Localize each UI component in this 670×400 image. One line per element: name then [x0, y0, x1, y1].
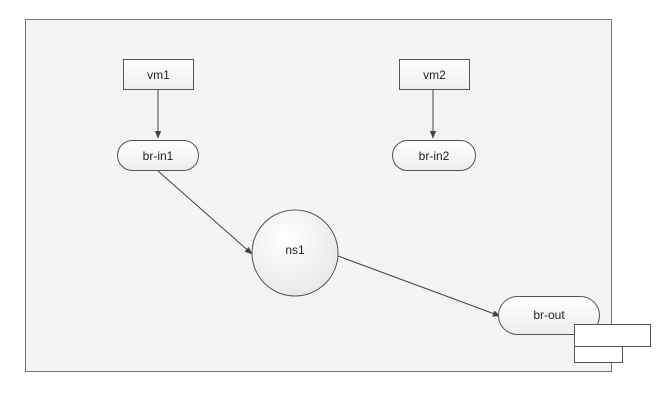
node-br-in1[interactable]: br-in1	[117, 140, 199, 171]
node-ns1[interactable]: ns1	[251, 209, 339, 297]
node-vm1-label: vm1	[147, 68, 170, 82]
node-br-in2-label: br-in2	[419, 149, 450, 163]
edge-ns1-to-br-out	[337, 255, 501, 317]
edge-br-in1-to-ns1	[157, 170, 253, 255]
node-vm2[interactable]: vm2	[399, 59, 470, 90]
node-br-in1-label: br-in1	[143, 149, 174, 163]
node-ns1-label: ns1	[285, 243, 305, 257]
node-vm1[interactable]: vm1	[123, 59, 194, 90]
node-br-out-label: br-out	[533, 308, 565, 322]
decor-rect-lower	[574, 346, 623, 363]
decor-rect-upper	[574, 324, 651, 347]
node-vm2-label: vm2	[423, 68, 446, 82]
node-br-in2[interactable]: br-in2	[392, 140, 476, 171]
